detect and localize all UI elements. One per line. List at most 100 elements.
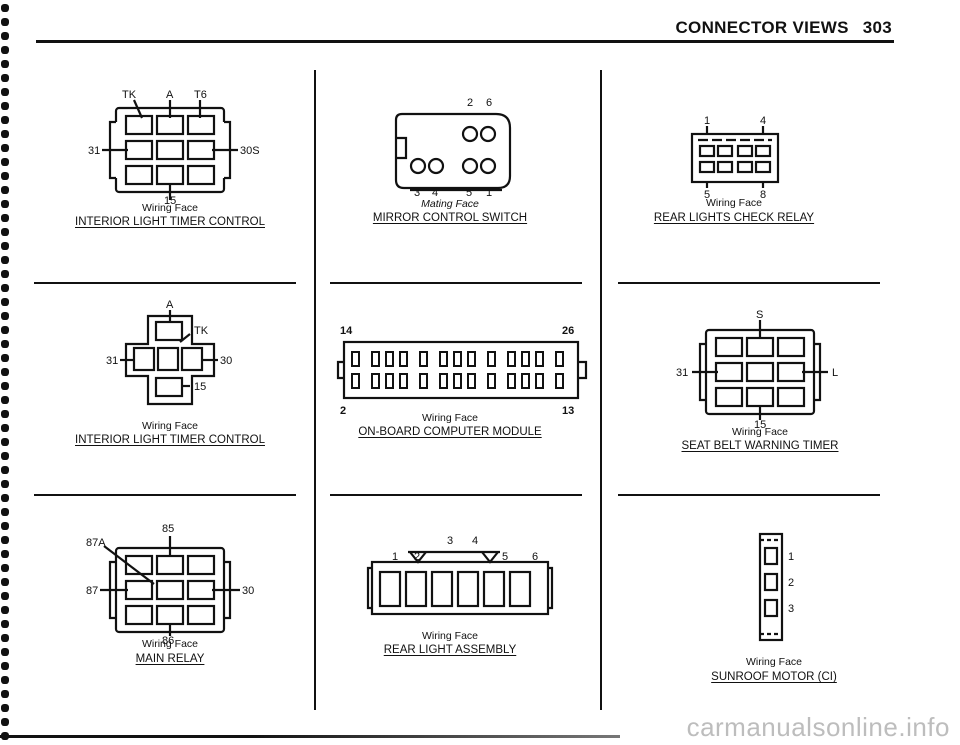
binding-edge — [0, 0, 12, 745]
pin-label: 6 — [486, 97, 492, 109]
contact-slot — [419, 351, 428, 367]
pin-label: 5 — [704, 189, 710, 201]
connector-name: INTERIOR LIGHT TIMER CONTROL — [75, 216, 265, 228]
face-label: Wiring Face — [731, 426, 788, 438]
contact-slot — [487, 373, 496, 389]
pin-label: TK — [122, 89, 137, 101]
binding-mark — [1, 648, 9, 656]
row-divider — [618, 282, 880, 284]
binding-mark — [1, 536, 9, 544]
binding-mark — [1, 32, 9, 40]
pin-label: A — [166, 299, 174, 311]
binding-mark — [1, 256, 9, 264]
connector-diagram: S 31 L 15 — [676, 309, 838, 431]
contact-slot — [507, 373, 516, 389]
binding-mark — [1, 284, 9, 292]
contact-slot — [399, 373, 408, 389]
face-label: Wiring Face — [141, 638, 198, 650]
contact-slot — [467, 351, 476, 367]
face-label: Wiring Face — [421, 412, 478, 424]
pin-label: 26 — [562, 325, 574, 337]
binding-mark — [1, 354, 9, 362]
contact-slot — [399, 351, 408, 367]
binding-mark — [1, 340, 9, 348]
binding-mark — [1, 298, 9, 306]
pin-label: 5 — [466, 187, 472, 199]
connector-sunroof-motor: 1 2 3 Wiring Face SUNROOF MOTOR (CI) — [594, 522, 874, 722]
binding-mark — [1, 606, 9, 614]
connector-rear-lights-check-relay: 1 4 5 8 Wiring Face REAR LIGHTS CHECK RE… — [594, 80, 874, 280]
contact-slot — [371, 373, 380, 389]
connector-main-relay: 87A 85 87 30 86 Wiring Face MAIN RELAY — [30, 520, 310, 720]
pin-label: 1 — [788, 551, 794, 563]
binding-mark — [1, 634, 9, 642]
pin-label: 2 — [340, 405, 346, 417]
binding-mark — [1, 368, 9, 376]
pin-label: 13 — [562, 405, 574, 417]
pin-label: 31 — [88, 145, 100, 157]
pin-label: 2 — [414, 551, 420, 563]
connector-name: REAR LIGHT ASSEMBLY — [383, 644, 517, 656]
pin-label: 30 — [220, 355, 232, 367]
binding-mark — [1, 242, 9, 250]
binding-mark — [1, 564, 9, 572]
contact-slot — [351, 373, 360, 389]
pin-label: 85 — [162, 523, 174, 535]
pin-label: 1 — [486, 187, 492, 199]
pin-label: 2 — [788, 577, 794, 589]
pin-label: 4 — [760, 115, 766, 127]
binding-mark — [1, 270, 9, 278]
page-number: 303 — [862, 18, 892, 37]
connector-name: MAIN RELAY — [135, 653, 205, 665]
pin-label: 3 — [414, 187, 420, 199]
binding-mark — [1, 592, 9, 600]
pin-label: 14 — [340, 325, 353, 337]
bottom-edge-rule — [0, 735, 620, 738]
pin-label: 15 — [754, 419, 766, 431]
binding-mark — [1, 312, 9, 320]
binding-mark — [1, 172, 9, 180]
connector-diagram: 87A 85 87 30 86 — [86, 523, 254, 647]
contact-slot — [385, 351, 394, 367]
binding-mark — [1, 494, 9, 502]
pin-label: 1 — [704, 115, 710, 127]
binding-mark — [1, 704, 9, 712]
binding-mark — [1, 620, 9, 628]
pin-label: T6 — [194, 89, 207, 101]
binding-mark — [1, 550, 9, 558]
face-label: Wiring Face — [421, 630, 478, 642]
contact-slot — [439, 351, 448, 367]
row-divider — [618, 494, 880, 496]
binding-mark — [1, 382, 9, 390]
row-divider — [34, 282, 296, 284]
binding-mark — [1, 718, 9, 726]
connector-diagram: 1 4 5 8 — [690, 115, 780, 201]
face-label: Wiring Face — [705, 197, 762, 209]
connector-name: SEAT BELT WARNING TIMER — [681, 440, 839, 452]
header-rule — [36, 40, 894, 43]
pin-label: 15 — [194, 381, 206, 393]
binding-mark — [1, 424, 9, 432]
connector-diagram: 1 2 3 — [758, 532, 794, 642]
binding-mark — [1, 186, 9, 194]
pin-label: 5 — [502, 551, 508, 563]
contact-slot — [371, 351, 380, 367]
binding-mark — [1, 4, 9, 12]
connector-name: INTERIOR LIGHT TIMER CONTROL — [75, 434, 265, 446]
connector-name: REAR LIGHTS CHECK RELAY — [653, 212, 815, 224]
connector-interior-light-timer-1: TK A T6 31 30S 15 Wiring Face INTERIOR L… — [30, 80, 310, 280]
pin-label: 15 — [164, 195, 176, 207]
pin-label: 87A — [86, 537, 106, 549]
binding-mark — [1, 228, 9, 236]
contact-slot — [453, 373, 462, 389]
connector-name: SUNROOF MOTOR (CI) — [711, 671, 837, 683]
binding-mark — [1, 690, 9, 698]
pin-label: 86 — [162, 635, 174, 647]
row-divider — [330, 494, 582, 496]
binding-mark — [1, 88, 9, 96]
connector-diagram: 3 4 1 2 5 6 — [366, 535, 554, 616]
pin-label: 4 — [472, 535, 478, 547]
binding-mark — [1, 452, 9, 460]
binding-mark — [1, 480, 9, 488]
pin-label: 6 — [532, 551, 538, 563]
